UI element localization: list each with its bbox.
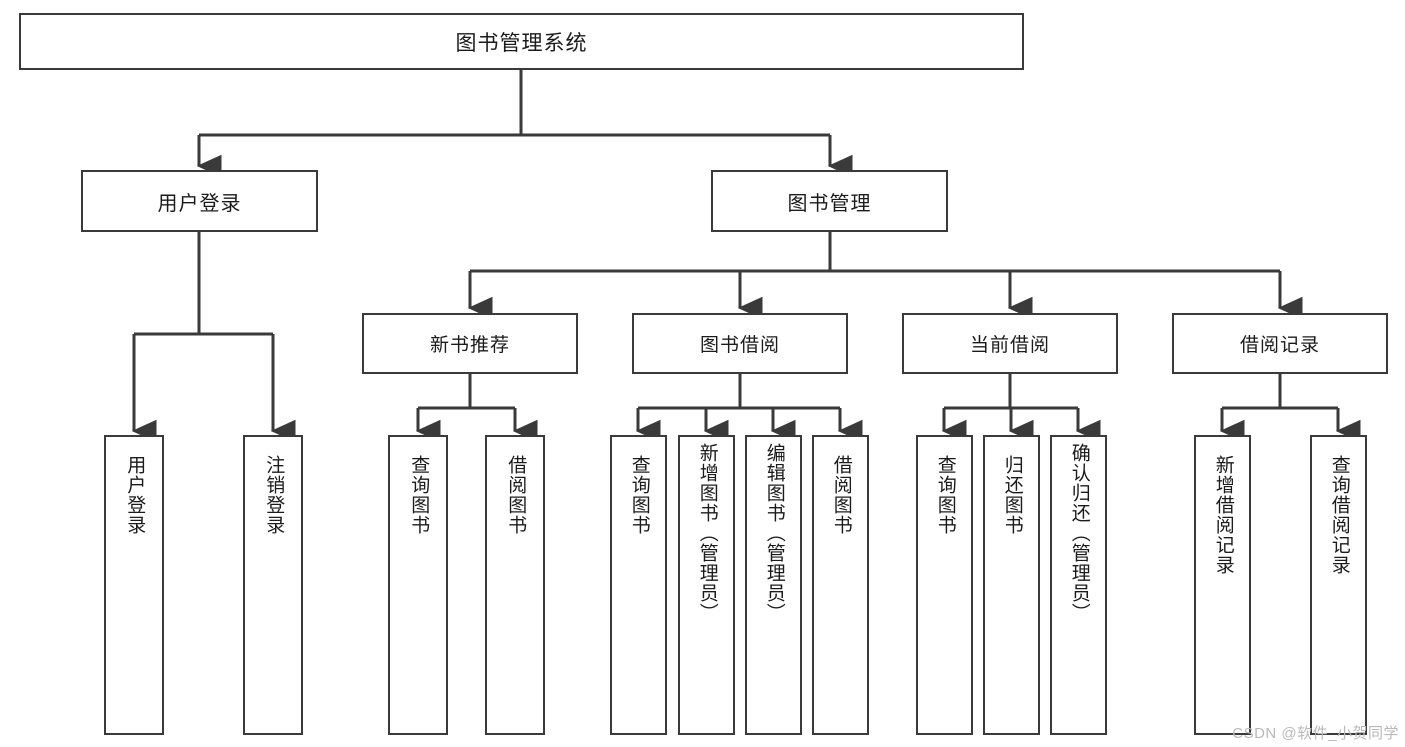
node-book-borrow[interactable]: 图书借阅: [632, 313, 848, 374]
node-label: 借阅图书: [830, 455, 852, 535]
node-leaf-borrow-book-recommend[interactable]: 借阅图书: [485, 435, 545, 735]
csdn-watermark: CSDN @软件_小贺同学: [1232, 725, 1399, 742]
node-label: 借阅图书: [505, 455, 527, 535]
node-leaf-query-book-recommend[interactable]: 查询图书: [388, 435, 448, 735]
node-label: 用户登录: [157, 192, 242, 215]
node-leaf-edit-book-admin[interactable]: 编辑图书（管理员）: [745, 435, 802, 735]
node-label: 查询图书: [628, 455, 650, 535]
node-label: 新书推荐: [429, 335, 510, 356]
node-label: 图书管理: [787, 192, 872, 215]
node-label: 注销登录: [263, 455, 285, 535]
node-label: 确认归还（管理员）: [1068, 443, 1090, 623]
node-leaf-query-book-borrow[interactable]: 查询图书: [610, 435, 667, 735]
node-leaf-confirm-return-admin[interactable]: 确认归还（管理员）: [1050, 435, 1107, 735]
node-leaf-return-book[interactable]: 归还图书: [983, 435, 1040, 735]
node-label: 归还图书: [1001, 455, 1023, 535]
node-borrow-record[interactable]: 借阅记录: [1172, 313, 1388, 374]
node-leaf-borrow-book[interactable]: 借阅图书: [812, 435, 869, 735]
node-leaf-add-borrow-record[interactable]: 新增借阅记录: [1194, 435, 1251, 735]
node-leaf-query-borrow-record[interactable]: 查询借阅记录: [1310, 435, 1367, 735]
node-user-login[interactable]: 用户登录: [81, 170, 318, 232]
node-leaf-logout-login[interactable]: 注销登录: [243, 435, 303, 735]
node-label: 当前借阅: [969, 335, 1050, 356]
node-current-borrow[interactable]: 当前借阅: [902, 313, 1118, 374]
node-label: 查询图书: [408, 455, 430, 535]
node-label: 借阅记录: [1239, 335, 1320, 356]
node-leaf-query-book-current[interactable]: 查询图书: [916, 435, 973, 735]
node-label: 图书借阅: [699, 335, 780, 356]
node-root-system[interactable]: 图书管理系统: [19, 13, 1024, 70]
node-new-book-recommend[interactable]: 新书推荐: [362, 313, 578, 374]
node-leaf-add-book-admin[interactable]: 新增图书（管理员）: [678, 435, 735, 735]
node-label: 查询借阅记录: [1328, 455, 1350, 575]
node-label: 图书管理系统: [455, 31, 588, 55]
node-label: 查询图书: [934, 455, 956, 535]
node-label: 编辑图书（管理员）: [763, 443, 785, 623]
node-leaf-user-login[interactable]: 用户登录: [104, 435, 164, 735]
node-label: 新增图书（管理员）: [696, 443, 718, 623]
node-book-management[interactable]: 图书管理: [711, 170, 948, 232]
node-label: 用户登录: [124, 455, 146, 535]
node-label: 新增借阅记录: [1212, 455, 1234, 575]
